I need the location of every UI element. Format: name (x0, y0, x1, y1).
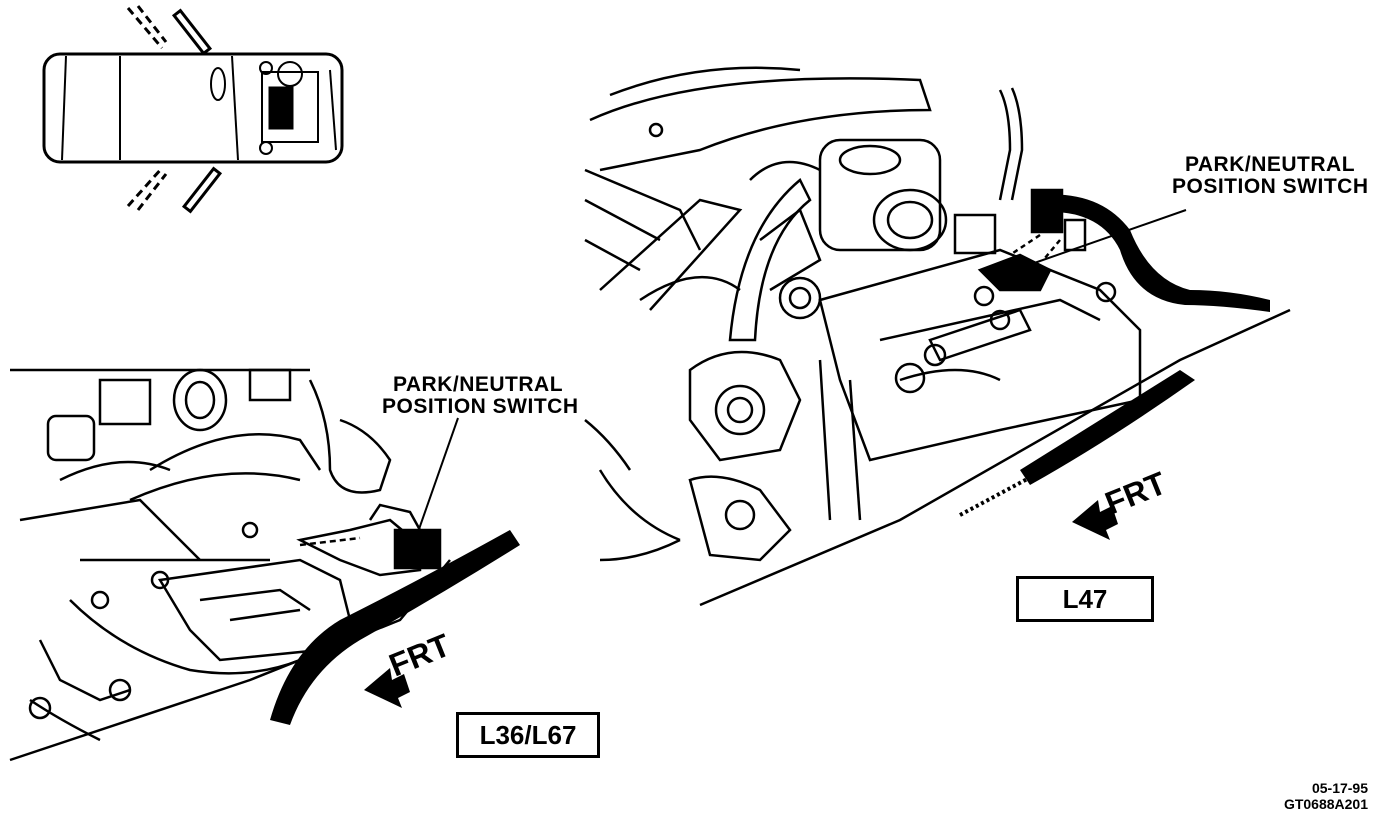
wiring-harness-right (1040, 194, 1270, 312)
figure-code: 05-17-95 GT0688A201 (1284, 780, 1368, 812)
callout-label-right-line2: POSITION SWITCH (1172, 175, 1369, 198)
front-arrow-icon (364, 668, 410, 708)
callout-label-left-line2: POSITION SWITCH (382, 395, 579, 418)
callout-leader-left (417, 417, 459, 533)
engine-code-box-left: L36/L67 (456, 712, 600, 758)
figure-date: 05-17-95 (1311, 780, 1368, 796)
figure-id: GT0688A201 (1283, 796, 1368, 812)
vehicle-top-view-icon (42, 5, 344, 214)
wiring-harness-left (270, 530, 520, 725)
engine-illustration-left (9, 368, 451, 762)
callout-label-right-line1: PARK/NEUTRAL (1184, 153, 1356, 176)
engine-code-box-right: L47 (1016, 576, 1154, 622)
wiring-harness-right-lower (1020, 370, 1195, 485)
callout-label-right: PARK/NEUTRAL POSITION SWITCH (1172, 154, 1368, 198)
callout-leader-right (1019, 209, 1187, 269)
front-arrow-icon (1072, 500, 1118, 540)
callout-label-left-line1: PARK/NEUTRAL (392, 373, 564, 396)
engine-illustration-right (584, 66, 1291, 607)
callout-label-left: PARK/NEUTRAL POSITION SWITCH (382, 373, 579, 418)
